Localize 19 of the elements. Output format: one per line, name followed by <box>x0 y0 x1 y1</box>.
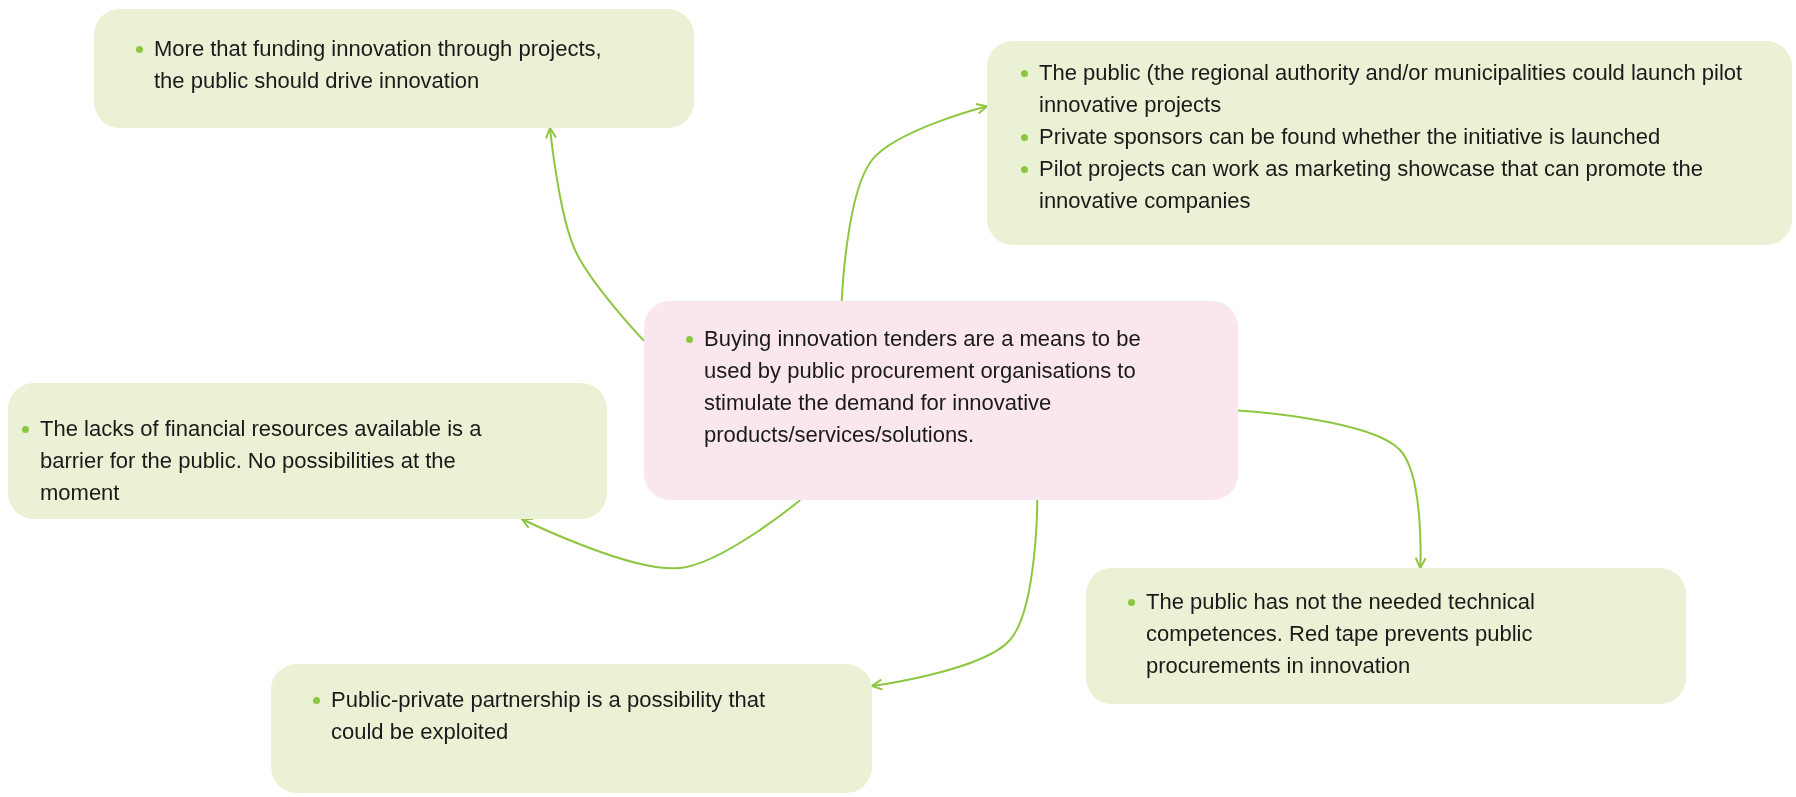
note-box <box>987 41 1792 245</box>
note-box <box>8 383 607 519</box>
arrow <box>520 499 802 570</box>
bullet-text: The public (the regional authority and/or municipalities could launch pilot innovative projects <box>1019 57 1762 121</box>
arrow <box>871 499 1039 691</box>
arrow <box>840 103 988 302</box>
note-box <box>94 9 694 128</box>
arrow <box>1237 409 1427 569</box>
bullet-text: Buying innovation tenders are a means to be used by public procurement organisations to stimulate the demand for innovative products/services/solutions. <box>684 323 1178 451</box>
bullet-text: Public-private partnership is a possibility that could be exploited <box>311 684 812 748</box>
note-box <box>1086 568 1686 704</box>
central-box <box>644 301 1238 500</box>
arrow <box>545 127 645 342</box>
bullet-text: The public has not the needed technical competences. Red tape prevents public procurements in innovation <box>1126 586 1626 682</box>
bullet-text: Pilot projects can work as marketing showcase that can promote the innovative companies <box>1019 153 1762 217</box>
bullet-text: Private sponsors can be found whether the initiative is launched <box>1019 121 1762 153</box>
bullet-text: More that funding innovation through projects, the public should drive innovation <box>134 33 634 97</box>
bullet-text: The lacks of financial resources available is a barrier for the public. No possibilities at the moment <box>20 413 537 509</box>
note-box <box>271 664 872 793</box>
